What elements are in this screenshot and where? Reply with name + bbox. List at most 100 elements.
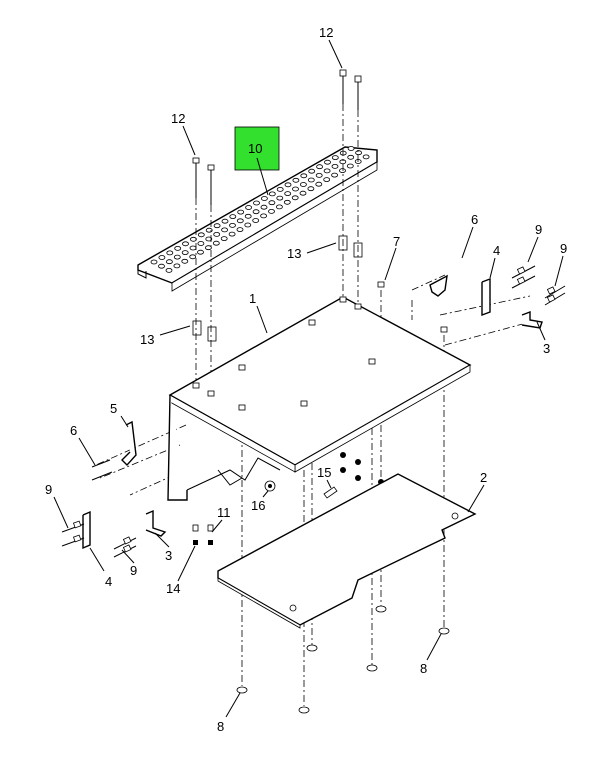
plate-hole xyxy=(165,259,173,265)
plate-hole xyxy=(268,208,275,214)
plate-hole xyxy=(299,190,307,196)
spacer-13-upper xyxy=(338,235,363,258)
plate-hole xyxy=(158,263,165,269)
callout-11: 11 xyxy=(217,505,231,520)
plate-hole xyxy=(189,245,197,251)
plate-hole xyxy=(252,218,260,223)
screw xyxy=(354,303,362,310)
plate-hole xyxy=(307,177,315,183)
screw-11 xyxy=(192,524,214,545)
callout-12-left: 12 xyxy=(171,111,185,126)
plate-hole xyxy=(275,204,283,210)
bolt-12-right xyxy=(339,69,362,110)
callout-3-right: 3 xyxy=(543,341,550,356)
screw-6-left xyxy=(91,459,113,481)
screw xyxy=(300,400,308,407)
screw xyxy=(377,281,385,288)
washer xyxy=(298,706,310,714)
plate-hole xyxy=(158,255,166,260)
plate-hole xyxy=(228,231,236,237)
bracket-6-right xyxy=(429,274,448,297)
plate-hole xyxy=(260,204,268,210)
callout-4-left: 4 xyxy=(105,574,112,589)
callout-3-left: 3 xyxy=(165,548,172,563)
nut-16 xyxy=(264,480,276,492)
plate-hole xyxy=(268,191,276,197)
callout-5: 5 xyxy=(110,401,117,416)
plate-hole xyxy=(205,236,213,242)
plate-hole xyxy=(197,249,204,255)
plate-hole xyxy=(173,263,181,269)
screw xyxy=(308,319,316,326)
plate-hole xyxy=(331,172,339,178)
plate-hole xyxy=(362,154,370,160)
washer xyxy=(306,644,318,652)
callout-9-right-b: 9 xyxy=(560,241,567,256)
bracket-3-left xyxy=(145,509,167,537)
plate-hole xyxy=(355,150,363,156)
plate-hole xyxy=(174,245,182,251)
plate-hole xyxy=(220,236,228,242)
plate-hole xyxy=(292,186,299,192)
plate-hole xyxy=(229,214,237,220)
callout-8-right: 8 xyxy=(420,661,427,676)
plate-hole xyxy=(284,182,292,188)
bracket-4-left xyxy=(82,510,91,550)
plate-hole xyxy=(204,245,212,251)
washers-8 xyxy=(236,605,450,714)
nut xyxy=(355,459,361,465)
plate-hole xyxy=(213,231,221,237)
plate-hole xyxy=(221,227,229,233)
plate-hole xyxy=(173,254,181,260)
plate-hole xyxy=(323,168,331,174)
screw xyxy=(339,296,347,303)
washer xyxy=(236,686,248,694)
enclosure-hardware xyxy=(192,281,448,485)
plate-hole xyxy=(347,146,355,151)
bracket-5 xyxy=(121,420,137,467)
plate-hole xyxy=(315,172,323,178)
screw xyxy=(238,404,246,411)
callout-labels: 12 12 10 13 13 7 6 4 9 9 3 1 5 6 9 4 9 3… xyxy=(45,25,567,734)
plate-hole xyxy=(150,259,158,265)
plate-hole xyxy=(291,195,299,201)
callout-1: 1 xyxy=(249,291,256,306)
plate-hole xyxy=(229,222,236,228)
plate-hole xyxy=(236,218,244,224)
plate-hole xyxy=(331,163,339,169)
plate-hole xyxy=(276,195,284,201)
plate-hole xyxy=(197,241,205,246)
callout-15: 15 xyxy=(317,465,331,480)
plate-hole xyxy=(189,236,197,242)
bolt-12-left xyxy=(192,157,215,205)
screw xyxy=(192,382,200,389)
spacer-13-lower xyxy=(192,320,217,342)
plate-hole xyxy=(284,191,292,197)
callout-9-left-a: 9 xyxy=(45,482,52,497)
nut xyxy=(355,475,361,481)
plate-hole xyxy=(213,223,221,229)
callout-2: 2 xyxy=(480,470,487,485)
callout-13-lower: 13 xyxy=(140,332,154,347)
fastener-9 xyxy=(61,265,566,558)
plate-hole xyxy=(339,168,346,174)
plate-hole xyxy=(276,186,284,192)
callout-6-left: 6 xyxy=(70,423,77,438)
callout-16: 16 xyxy=(251,498,265,513)
screw xyxy=(207,390,215,397)
callout-13-upper: 13 xyxy=(287,246,301,261)
base-plate xyxy=(217,473,477,629)
bracket-3-right xyxy=(521,310,543,329)
plate-hole xyxy=(292,177,300,183)
plate-hole xyxy=(260,213,268,219)
bracket-4-right xyxy=(481,277,491,317)
plate-hole xyxy=(268,200,276,206)
plate-hole xyxy=(252,209,260,215)
plate-hole xyxy=(236,227,244,233)
callout-7: 7 xyxy=(393,234,400,249)
screw-15 xyxy=(323,486,338,499)
plate-hole xyxy=(181,258,189,264)
plate-hole xyxy=(245,205,253,210)
plate-hole xyxy=(212,240,220,246)
